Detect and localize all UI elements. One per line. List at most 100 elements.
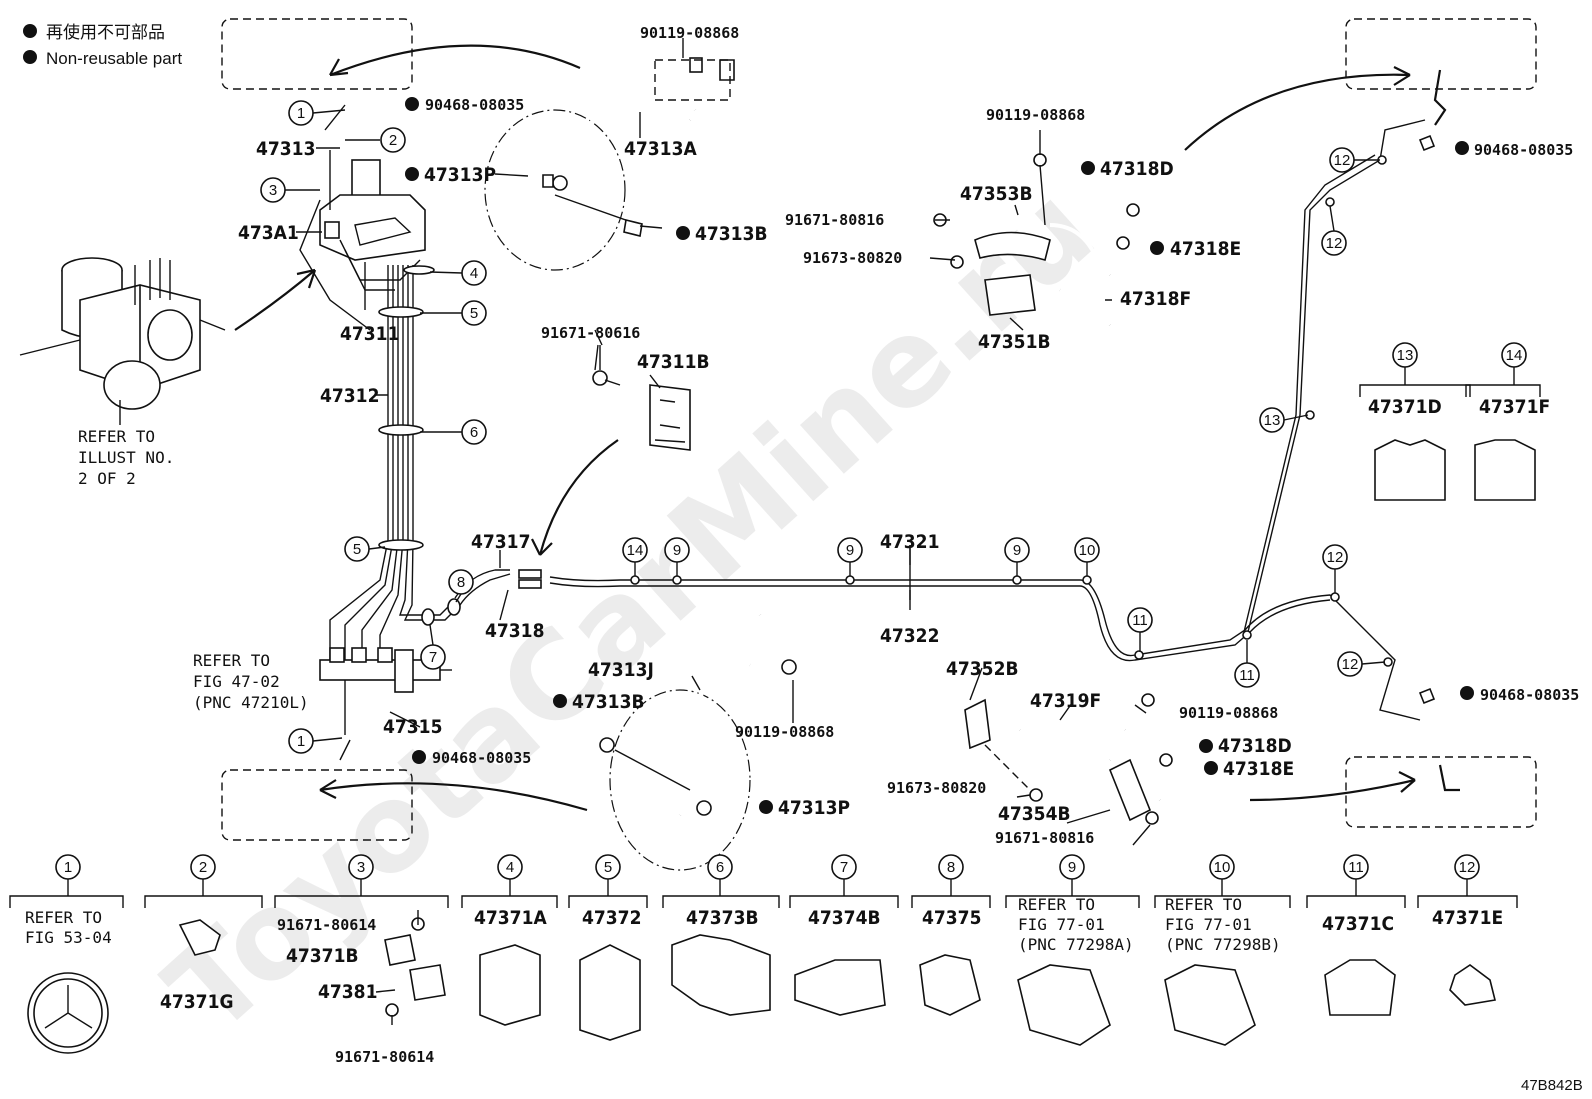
callout-10: 10 bbox=[1209, 854, 1235, 880]
part-label: FIG 77-01 bbox=[1018, 915, 1105, 934]
part-label: 90468-08035 bbox=[1480, 686, 1579, 704]
callout-9: 9 bbox=[664, 537, 690, 563]
part-label: 47381 bbox=[318, 981, 377, 1003]
figure-code: 47B842B bbox=[1521, 1077, 1583, 1094]
svg-text:11: 11 bbox=[1132, 612, 1148, 629]
svg-text:10: 10 bbox=[1214, 859, 1231, 876]
part-label: 90119-08868 bbox=[1179, 704, 1278, 722]
part-label: 47318D bbox=[1218, 735, 1292, 757]
svg-text:2: 2 bbox=[389, 132, 397, 149]
note-line: REFER TO bbox=[78, 427, 155, 446]
svg-text:9: 9 bbox=[846, 542, 854, 559]
part-label: (PNC 77298A) bbox=[1018, 935, 1134, 954]
part-label: 47371B bbox=[286, 945, 359, 967]
clips-47371D-F bbox=[1359, 384, 1541, 501]
callout-3: 3 bbox=[260, 177, 286, 203]
bottom-part-shapes bbox=[27, 917, 1496, 1054]
part-label: 47354B bbox=[998, 803, 1071, 825]
part-label: 47371C bbox=[1322, 913, 1394, 935]
hose-47319F bbox=[964, 693, 1173, 825]
part-label: 473A1 bbox=[238, 222, 299, 244]
svg-text:9: 9 bbox=[1068, 859, 1076, 876]
svg-text:8: 8 bbox=[947, 859, 955, 876]
svg-text:13: 13 bbox=[1397, 347, 1414, 364]
callout-10: 10 bbox=[1074, 537, 1100, 563]
callout-13: 13 bbox=[1392, 342, 1418, 368]
callout-11: 11 bbox=[1234, 662, 1260, 688]
note-line: REFER TO bbox=[193, 651, 270, 670]
callout-9: 9 bbox=[837, 537, 863, 563]
part-label: 47318D bbox=[1100, 158, 1174, 180]
callout-5: 5 bbox=[344, 536, 370, 562]
part-label: FIG 77-01 bbox=[1165, 915, 1252, 934]
part-label: 47371A bbox=[474, 907, 547, 929]
part-label: 47311 bbox=[340, 323, 399, 345]
part-label: (PNC 77298B) bbox=[1165, 935, 1281, 954]
part-label: 91673-80820 bbox=[803, 249, 902, 267]
part-label: 91673-80820 bbox=[887, 779, 986, 797]
svg-text:11: 11 bbox=[1239, 667, 1255, 684]
svg-text:7: 7 bbox=[840, 859, 848, 876]
part-label: 47352B bbox=[946, 658, 1019, 680]
svg-text:6: 6 bbox=[470, 424, 478, 441]
callout-7: 7 bbox=[420, 644, 446, 670]
part-label: 47375 bbox=[922, 907, 981, 929]
part-label: 47351B bbox=[978, 331, 1051, 353]
legend-en: Non-reusable part bbox=[46, 49, 182, 68]
svg-text:8: 8 bbox=[457, 574, 465, 591]
svg-text:1: 1 bbox=[297, 733, 305, 750]
part-label: REFER TO bbox=[25, 908, 102, 927]
hose-47318F bbox=[933, 130, 1140, 326]
callout-12: 12 bbox=[1322, 544, 1348, 570]
abs-actuator bbox=[19, 257, 226, 425]
svg-text:6: 6 bbox=[716, 859, 724, 876]
callout-12: 12 bbox=[1337, 651, 1363, 677]
part-label: 47318E bbox=[1223, 758, 1294, 780]
svg-text:2: 2 bbox=[199, 859, 207, 876]
svg-text:11: 11 bbox=[1348, 859, 1364, 876]
flow-arrows bbox=[234, 44, 1416, 812]
callout-11: 11 bbox=[1127, 607, 1153, 633]
part-label: 47313B bbox=[572, 691, 645, 713]
callout-6: 6 bbox=[461, 419, 487, 445]
note-line: FIG 47-02 bbox=[193, 672, 280, 691]
non-reusable-dot-icon bbox=[23, 50, 37, 64]
hose-47313A bbox=[484, 38, 735, 271]
legend-jp: 再使用不可部品 bbox=[46, 22, 165, 42]
part-label: REFER TO bbox=[1018, 895, 1095, 914]
part-label: 90468-08035 bbox=[425, 96, 524, 114]
part-label: 91671-80616 bbox=[541, 324, 640, 342]
part-label: 90468-08035 bbox=[1474, 141, 1573, 159]
non-reusable-markers bbox=[405, 97, 1474, 814]
part-label: 47371F bbox=[1479, 396, 1550, 418]
part-label: 90119-08868 bbox=[986, 106, 1085, 124]
svg-text:7: 7 bbox=[429, 649, 437, 666]
non-reusable-dot-icon bbox=[23, 24, 37, 38]
svg-text:1: 1 bbox=[64, 859, 72, 876]
note-line: 2 OF 2 bbox=[78, 469, 136, 488]
svg-text:14: 14 bbox=[627, 542, 644, 559]
label-leaders bbox=[296, 112, 1151, 1025]
part-label: 47372 bbox=[582, 907, 641, 929]
callout-12: 12 bbox=[1321, 230, 1347, 256]
svg-text:5: 5 bbox=[604, 859, 612, 876]
svg-text:3: 3 bbox=[269, 182, 277, 199]
part-label: 47322 bbox=[880, 625, 939, 647]
part-label: FIG 53-04 bbox=[25, 928, 112, 947]
svg-text:12: 12 bbox=[1459, 859, 1476, 876]
part-label: 47353B bbox=[960, 183, 1033, 205]
svg-text:4: 4 bbox=[470, 265, 478, 282]
part-label: 47317 bbox=[471, 531, 530, 553]
callout-6: 6 bbox=[707, 854, 733, 880]
note-line: ILLUST NO. bbox=[78, 448, 174, 467]
part-label: 47312 bbox=[320, 385, 379, 407]
part-label: 47313J bbox=[588, 659, 654, 681]
part-label: 47318 bbox=[485, 620, 544, 642]
svg-text:9: 9 bbox=[673, 542, 681, 559]
part-label: 47371D bbox=[1368, 396, 1442, 418]
svg-text:5: 5 bbox=[353, 541, 361, 558]
callout-9: 9 bbox=[1059, 854, 1085, 880]
hose-47313J bbox=[599, 614, 797, 871]
part-label: 47313P bbox=[778, 797, 850, 819]
